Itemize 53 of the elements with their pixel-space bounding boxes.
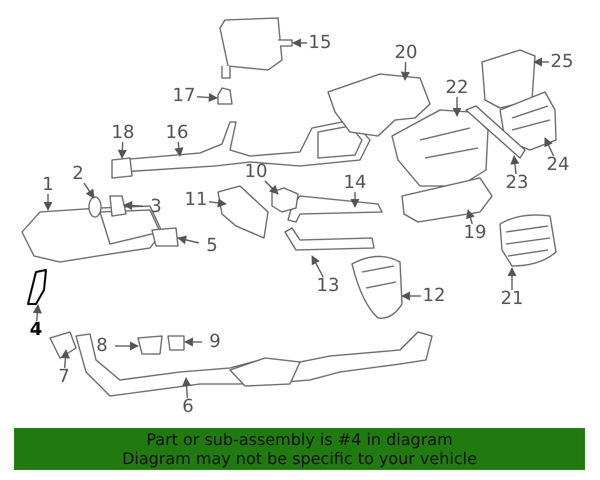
callout-number: 1: [35, 174, 61, 196]
callout-number: 6: [175, 396, 201, 418]
callout-number: 15: [307, 32, 333, 54]
leader-line: [118, 142, 127, 159]
callout-number: 16: [164, 122, 190, 144]
banner-text: Diagram may not be specific to your vehicle: [122, 449, 477, 468]
leader-line: [400, 62, 410, 81]
callout-number: 19: [462, 222, 488, 244]
leader-line: [83, 182, 95, 199]
callout-number: 9: [202, 331, 228, 353]
leader-line: [43, 194, 53, 211]
callout-number: 4: [23, 319, 49, 341]
leader-line: [401, 291, 421, 301]
leader-line: [533, 57, 549, 67]
leader-line: [184, 337, 202, 347]
callout-number: 21: [499, 288, 525, 310]
leader-line: [32, 304, 42, 322]
callout-number: 8: [89, 335, 115, 357]
callout-number: 24: [545, 154, 571, 176]
callout-number: 11: [183, 189, 209, 211]
leader-line: [177, 235, 200, 244]
callout-number: 5: [199, 235, 225, 257]
leader-line: [115, 341, 139, 351]
leader-line: [292, 38, 307, 48]
notice-banner: [14, 428, 585, 470]
callout-number: 2: [65, 163, 91, 185]
leader-line: [544, 137, 554, 156]
callout-number: 23: [504, 172, 530, 194]
callout-number: 13: [315, 275, 341, 297]
leader-line: [182, 377, 192, 398]
leader-line: [123, 200, 144, 210]
callout-number: 25: [549, 51, 575, 73]
callout-number: 22: [444, 77, 470, 99]
leader-line: [174, 142, 184, 157]
callout-number: 20: [393, 42, 419, 64]
leader-line: [466, 209, 475, 224]
leader-line: [264, 180, 279, 195]
callout-number: 17: [171, 85, 197, 107]
callout-number: 7: [51, 366, 77, 388]
leader-line: [196, 92, 218, 102]
leader-line: [350, 192, 360, 208]
callout-number: 14: [342, 172, 368, 194]
leader-line: [507, 267, 517, 290]
callout-number: 3: [143, 196, 169, 218]
leader-line: [208, 198, 227, 208]
callout-number: 12: [421, 285, 447, 307]
leader-line: [510, 155, 520, 174]
leader-line: [452, 97, 462, 117]
callout-number: 10: [243, 161, 269, 183]
leader-line: [311, 255, 324, 278]
callout-number: 18: [110, 122, 136, 144]
banner-text: Part or sub-assembly is #4 in diagram: [146, 430, 453, 449]
leader-line: [60, 349, 70, 368]
